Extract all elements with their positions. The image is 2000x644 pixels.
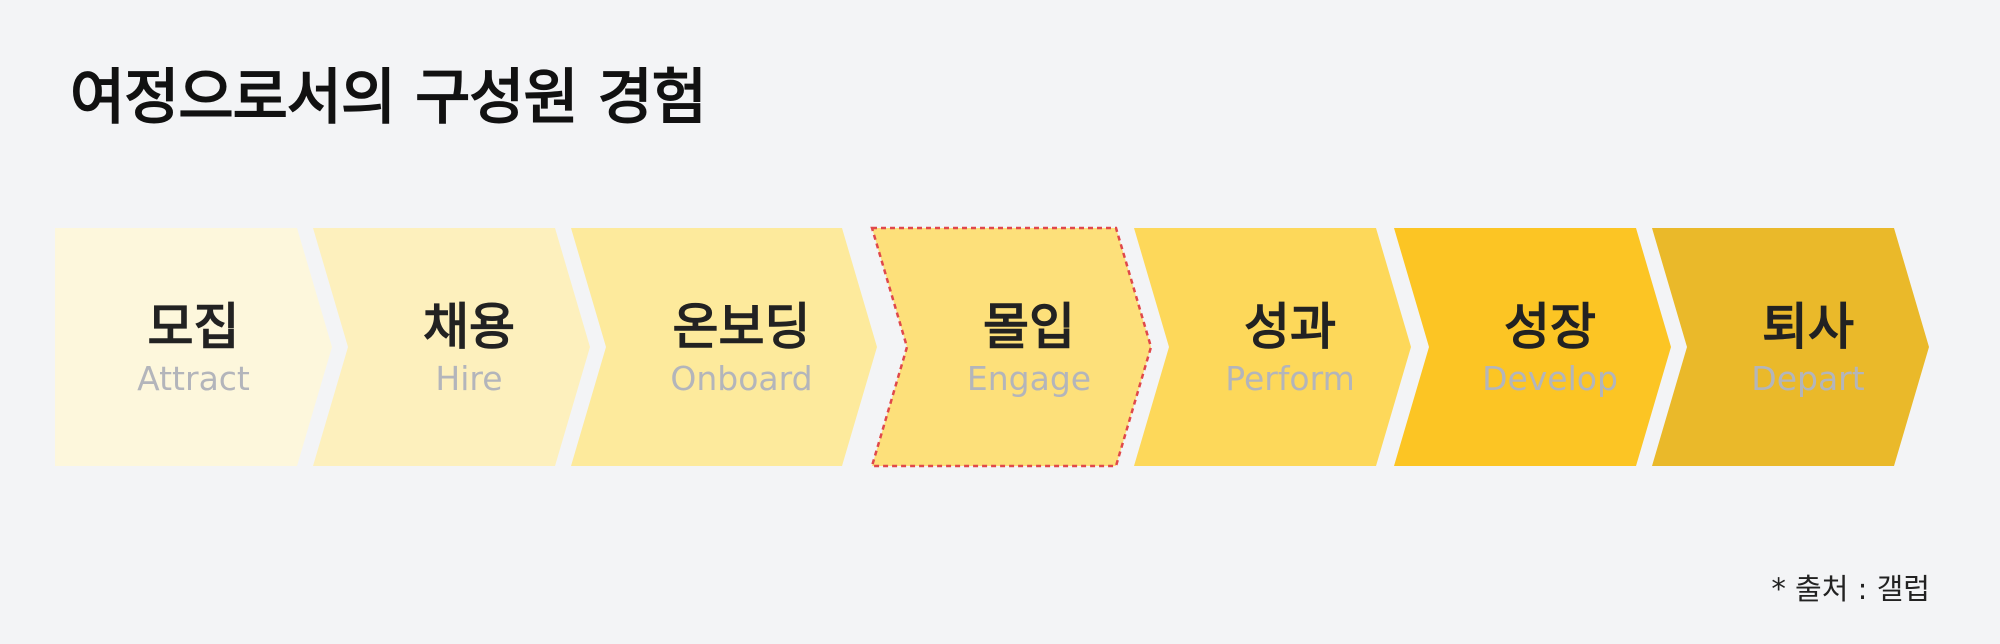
page-title: 여정으로서의 구성원 경험 xyxy=(70,63,707,133)
stage-label-hire: 채용 xyxy=(423,298,515,356)
stage-chevron-develop xyxy=(1394,228,1671,466)
stage-label-depart: 퇴사 xyxy=(1762,298,1854,356)
stage-chevron-hire xyxy=(313,228,590,466)
stage-sublabel-attract: Attract xyxy=(137,359,250,398)
stage-chevron-depart xyxy=(1652,228,1929,466)
stage-sublabel-develop: Develop xyxy=(1482,359,1618,398)
stage-sublabel-depart: Depart xyxy=(1751,359,1864,398)
stage-sublabel-hire: Hire xyxy=(435,359,502,398)
stage-label-attract: 모집 xyxy=(148,298,240,356)
stage-chevron-perform xyxy=(1134,228,1411,466)
stage-label-engage: 몰입 xyxy=(983,298,1075,356)
stage-chevron-onboard xyxy=(571,228,877,466)
stage-sublabel-onboard: Onboard xyxy=(670,359,812,398)
source-note: * 출처 : 갤럽 xyxy=(1771,572,1930,606)
stage-sublabel-perform: Perform xyxy=(1225,359,1355,398)
stage-sublabel-engage: Engage xyxy=(967,359,1091,398)
stage-label-develop: 성장 xyxy=(1504,298,1596,356)
stage-label-onboard: 온보딩 xyxy=(673,298,811,356)
stage-label-perform: 성과 xyxy=(1244,298,1336,356)
stage-chevron-attract xyxy=(55,228,332,466)
stage-chevron-engage xyxy=(870,226,1153,468)
